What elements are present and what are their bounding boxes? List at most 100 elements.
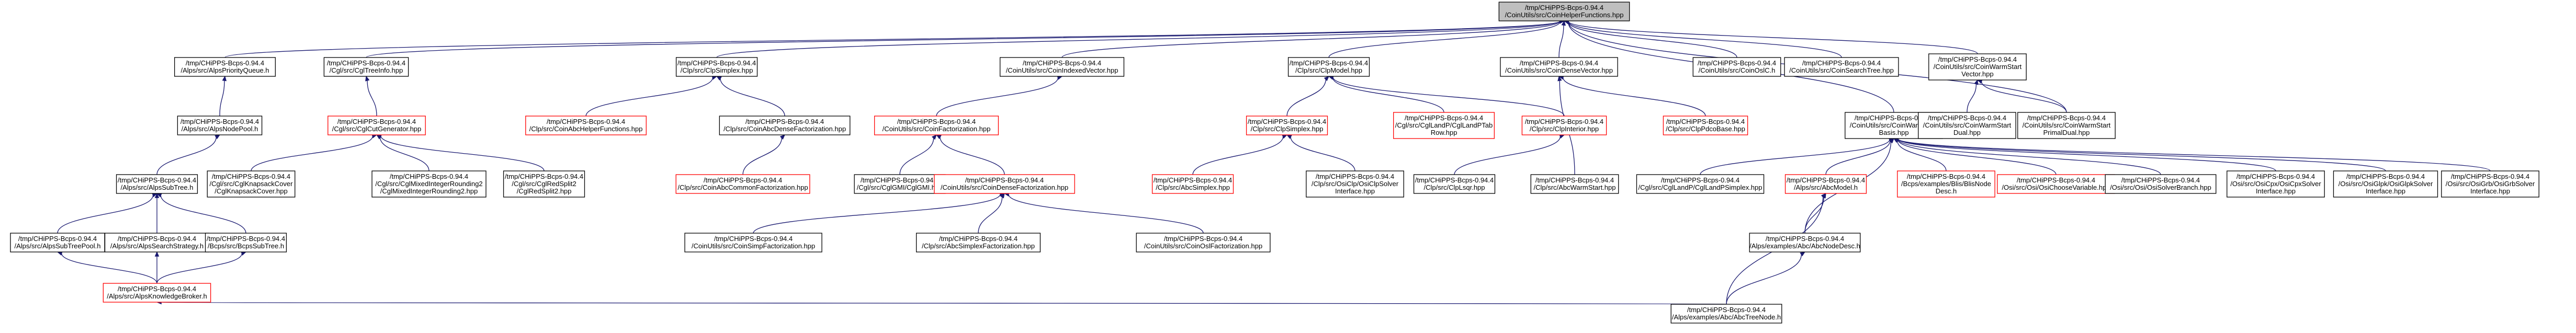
node-abctreenode[interactable]: /tmp/CHiPPS-Bcps-0.94.4/Alps/examples/Ab…	[1670, 304, 1782, 324]
node-queue[interactable]: /tmp/CHiPPS-Bcps-0.94.4/Alps/src/AlpsPri…	[174, 57, 276, 77]
edge-arrowhead	[1324, 76, 1329, 82]
node-box	[999, 57, 1125, 77]
node-choosevar[interactable]: /tmp/CHiPPS-Bcps-0.94.4/Osi/src/Osi/OsiC…	[1997, 174, 2115, 194]
edge-arrowhead	[154, 251, 160, 257]
include-edge	[156, 137, 217, 175]
node-nodepool[interactable]: /tmp/CHiPPS-Bcps-0.94.4/Alps/src/AlpsNod…	[177, 116, 263, 135]
node-redsplit2[interactable]: /tmp/CHiPPS-Bcps-0.94.4/Cgl/src/CglRedSp…	[503, 170, 585, 198]
include-edge	[1897, 138, 2491, 171]
node-label-line: /Clp/src/ClpInterior.hpp	[1530, 125, 1599, 133]
node-osicpx[interactable]: /tmp/CHiPPS-Bcps-0.94.4/Osi/src/OsiCpx/O…	[2227, 170, 2325, 198]
node-cglgmi[interactable]: /tmp/CHiPPS-Bcps-0.94.4/Cgl/src/CglGMI/C…	[854, 174, 946, 194]
node-searchstrat[interactable]: /tmp/CHiPPS-Bcps-0.94.4/Alps/src/AlpsSea…	[104, 233, 210, 252]
node-label-line: /tmp/CHiPPS-Bcps-0.94.4	[1928, 114, 2006, 122]
node-box	[2441, 170, 2539, 198]
node-osigrb[interactable]: /tmp/CHiPPS-Bcps-0.94.4/Osi/src/OsiGrb/O…	[2441, 170, 2539, 198]
node-box	[327, 116, 426, 135]
node-coinoslfactor[interactable]: /tmp/CHiPPS-Bcps-0.94.4/CoinUtils/src/Co…	[1136, 233, 1271, 252]
node-warmdual[interactable]: /tmp/CHiPPS-Bcps-0.94.4/CoinUtils/src/Co…	[1918, 112, 2016, 139]
node-label-line: /tmp/CHiPPS-Bcps-0.94.4	[1907, 173, 1985, 180]
node-label-line: Dual.hpp	[1953, 129, 1981, 136]
node-warmbasis[interactable]: /tmp/CHiPPS-Bcps-0.94.4/CoinUtils/src/Co…	[1845, 112, 1943, 139]
node-box	[916, 233, 1041, 252]
node-osiclp[interactable]: /tmp/CHiPPS-Bcps-0.94.4/Clp/src/OsiClp/O…	[1306, 170, 1404, 198]
node-abcdense[interactable]: /tmp/CHiPPS-Bcps-0.94.4/Clp/src/CoinAbcD…	[719, 116, 851, 135]
node-label-line: /tmp/CHiPPS-Bcps-0.94.4	[505, 173, 583, 180]
node-cgltreeinfo[interactable]: /tmp/CHiPPS-Bcps-0.94.4/Cgl/src/CglTreeI…	[323, 57, 409, 77]
node-warmstartvector[interactable]: /tmp/CHiPPS-Bcps-0.94.4/CoinUtils/src/Co…	[1928, 53, 2027, 81]
node-abcwarm[interactable]: /tmp/CHiPPS-Bcps-0.94.4/Clp/src/AbcWarmS…	[1530, 174, 1619, 194]
node-label-line: /Osi/src/Osi/OsiSolverBranch.hpp	[2110, 183, 2211, 191]
node-bcpsnode[interactable]: /tmp/CHiPPS-Bcps-0.94.4/Bcps/examples/Bl…	[1897, 170, 1995, 198]
node-mixedint[interactable]: /tmp/CHiPPS-Bcps-0.94.4/Cgl/src/CglMixed…	[371, 170, 487, 198]
node-bcpsmodel[interactable]: /tmp/CHiPPS-Bcps-0.94.4/Alps/src/AbcMode…	[1784, 174, 1867, 194]
include-edge	[720, 78, 785, 117]
node-label-line: /CglRedSplit2.hpp	[517, 187, 572, 195]
node-densevector[interactable]: /tmp/CHiPPS-Bcps-0.94.4/CoinUtils/src/Co…	[1500, 57, 1618, 77]
node-label-line: Interface.hpp	[2256, 187, 2296, 195]
node-bcpssubtree[interactable]: /tmp/CHiPPS-Bcps-0.94.4/Bcps/src/BcpsSub…	[205, 233, 287, 252]
node-knowledge[interactable]: /tmp/CHiPPS-Bcps-0.94.4/Alps/src/AlpsKno…	[103, 283, 211, 303]
node-label-line: /Alps/src/AlpsNodePool.h	[182, 125, 258, 133]
node-clpinterior[interactable]: /tmp/CHiPPS-Bcps-0.94.4/Clp/src/ClpInter…	[1521, 116, 1607, 135]
node-label-line: /Clp/src/ClpSimplex.hpp	[681, 66, 753, 74]
edge-arrowhead	[1561, 20, 1566, 26]
node-label-line: /CoinUtils/src/CoinIndexedVector.hpp	[1006, 66, 1118, 74]
include-edge	[156, 253, 243, 284]
node-box	[1692, 57, 1781, 77]
node-coinsimpfactor[interactable]: /tmp/CHiPPS-Bcps-0.94.4/CoinUtils/src/Co…	[684, 233, 822, 252]
node-label-line: /CoinUtils/src/CoinDenseVector.hpp	[1505, 66, 1613, 74]
node-searchtree[interactable]: /tmp/CHiPPS-Bcps-0.94.4/CoinUtils/src/Co…	[1784, 57, 1899, 77]
node-box	[10, 233, 105, 252]
node-coinfactor[interactable]: /tmp/CHiPPS-Bcps-0.94.4/CoinUtils/src/Co…	[874, 116, 999, 135]
node-box	[675, 174, 810, 194]
node-commonfactor[interactable]: /tmp/CHiPPS-Bcps-0.94.4/Clp/src/CoinAbcC…	[675, 174, 810, 194]
node-coinocc[interactable]: /tmp/CHiPPS-Bcps-0.94.4/CoinUtils/src/Co…	[1692, 57, 1781, 77]
node-osibranch[interactable]: /tmp/CHiPPS-Bcps-0.94.4/Osi/src/Osi/OsiS…	[2105, 174, 2217, 194]
node-abchelper[interactable]: /tmp/CHiPPS-Bcps-0.94.4/Clp/src/CoinAbcH…	[525, 116, 647, 135]
node-label-line: /Cgl/src/CglGMI/CglGMI.hpp	[857, 183, 943, 191]
include-edge	[61, 253, 157, 284]
node-abccommon[interactable]: /tmp/CHiPPS-Bcps-0.94.4/Clp/src/ClpSimpl…	[675, 57, 758, 77]
node-cglsimplex[interactable]: /tmp/CHiPPS-Bcps-0.94.4/Cgl/src/CglLandP…	[1636, 174, 1765, 194]
node-coindensefactor[interactable]: /tmp/CHiPPS-Bcps-0.94.4/CoinUtils/src/Co…	[934, 174, 1075, 194]
node-label-line: PrimalDual.hpp	[2043, 129, 2090, 136]
node-clpmodel[interactable]: /tmp/CHiPPS-Bcps-0.94.4/Clp/src/ClpModel…	[1287, 57, 1370, 77]
node-label-line: /tmp/CHiPPS-Bcps-0.94.4	[1666, 118, 1745, 125]
node-box	[1636, 174, 1765, 194]
node-clppdco[interactable]: /tmp/CHiPPS-Bcps-0.94.4/Clp/src/ClpPdcoB…	[1663, 116, 1748, 135]
node-label-line: /tmp/CHiPPS-Bcps-0.94.4	[1687, 306, 1766, 314]
node-label-line: /tmp/CHiPPS-Bcps-0.94.4	[337, 118, 416, 125]
node-knapcover[interactable]: /tmp/CHiPPS-Bcps-0.94.4/Cgl/src/CglKnaps…	[207, 170, 296, 198]
node-label-line: /Clp/src/OsiClp/OsiClpSolver	[1312, 180, 1399, 188]
node-label-line: /Clp/src/AbcSimplex.hpp	[1156, 183, 1230, 191]
node-indexedvector[interactable]: /tmp/CHiPPS-Bcps-0.94.4/CoinUtils/src/Co…	[999, 57, 1125, 77]
node-osiglpk[interactable]: /tmp/CHiPPS-Bcps-0.94.4/Osi/src/OsiGlpk/…	[2333, 170, 2438, 198]
node-label-line: /Alps/examples/Abc/AbcNodeDesc.h	[1749, 242, 1860, 250]
node-label-line: /Alps/src/AlpsSearchStrategy.h	[110, 242, 204, 250]
include-edge	[1328, 21, 1561, 58]
include-edge	[1286, 79, 1326, 117]
node-label-line: /CoinUtils/src/CoinOslFactorization.hpp	[1144, 242, 1262, 250]
include-edge	[1897, 138, 2386, 171]
node-subtreepool[interactable]: /tmp/CHiPPS-Bcps-0.94.4/Alps/src/AlpsSub…	[10, 233, 105, 252]
edge-arrowhead	[1822, 192, 1826, 199]
node-subtree[interactable]: /tmp/CHiPPS-Bcps-0.94.4/Alps/src/AlpsSub…	[116, 174, 198, 194]
include-edge	[585, 77, 713, 117]
include-edge	[1061, 21, 1561, 58]
node-label-line: /tmp/CHiPPS-Bcps-0.94.4	[186, 59, 264, 67]
node-abcsimplexfactor[interactable]: /tmp/CHiPPS-Bcps-0.94.4/Clp/src/AbcSimpl…	[916, 233, 1041, 252]
node-cglandp[interactable]: /tmp/CHiPPS-Bcps-0.94.4/Cgl/src/CglLandP…	[1393, 112, 1495, 139]
edge-arrowhead	[1974, 79, 1979, 85]
node-box	[1663, 116, 1748, 135]
node-cglcutgen[interactable]: /tmp/CHiPPS-Bcps-0.94.4/Cgl/src/CglCutGe…	[327, 116, 426, 135]
node-clpsimplex[interactable]: /tmp/CHiPPS-Bcps-0.94.4/Clp/src/ClpSimpl…	[1246, 116, 1328, 135]
node-clplsqr[interactable]: /tmp/CHiPPS-Bcps-0.94.4/Clp/src/ClpLsqr.…	[1413, 174, 1496, 194]
node-warmprimaldual[interactable]: /tmp/CHiPPS-Bcps-0.94.4/CoinUtils/src/Co…	[2017, 112, 2116, 139]
node-label-line: /CglKnapsackCover.hpp	[214, 187, 287, 195]
node-abcsimplex[interactable]: /tmp/CHiPPS-Bcps-0.94.4/Clp/src/AbcSimpl…	[1151, 174, 1234, 194]
node-label-line: /tmp/CHiPPS-Bcps-0.94.4	[1154, 176, 1232, 184]
include-edge	[1897, 139, 2276, 171]
node-abcnodedesc[interactable]: /tmp/CHiPPS-Bcps-0.94.4/Alps/examples/Ab…	[1749, 233, 1861, 252]
node-root: /tmp/CHiPPS-Bcps-0.94.4/CoinUtils/src/Co…	[1498, 2, 1630, 21]
